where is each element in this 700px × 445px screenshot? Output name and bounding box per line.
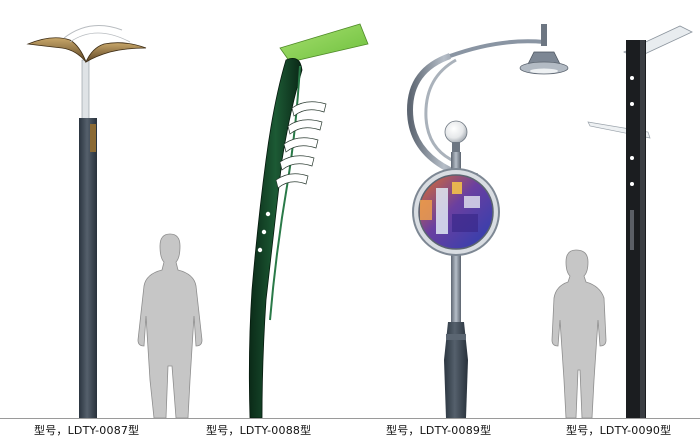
- lamp-ldty-0087: [26, 25, 147, 418]
- street-lamp-illustrations: [26, 23, 693, 418]
- wing-roof-lamp-icon: [26, 25, 147, 63]
- lamp-ldty-0089: [406, 24, 569, 418]
- lamp-slats: [275, 101, 327, 189]
- ground-line: [0, 418, 700, 419]
- human-scale-silhouette: [137, 233, 203, 418]
- lamp-pole: [79, 118, 97, 418]
- curved-leaf-lamp-icon: [279, 23, 369, 63]
- human-scale-silhouette: [551, 249, 607, 418]
- model-caption-ldty-0090: 型号，LDTY-0090型: [566, 424, 672, 437]
- model-caption-ldty-0087: 型号，LDTY-0087型: [34, 424, 140, 437]
- lamp-ldty-0088: [248, 23, 369, 418]
- model-caption-ldty-0089: 型号，LDTY-0089型: [386, 424, 492, 437]
- lamp-ldty-0090: [587, 25, 693, 418]
- lamp-stem: [81, 59, 90, 121]
- pole-plate: [90, 124, 96, 152]
- model-caption-ldty-0088: 型号，LDTY-0088型: [206, 424, 312, 437]
- hook-arm-advertising-lamp-icon: [406, 24, 569, 180]
